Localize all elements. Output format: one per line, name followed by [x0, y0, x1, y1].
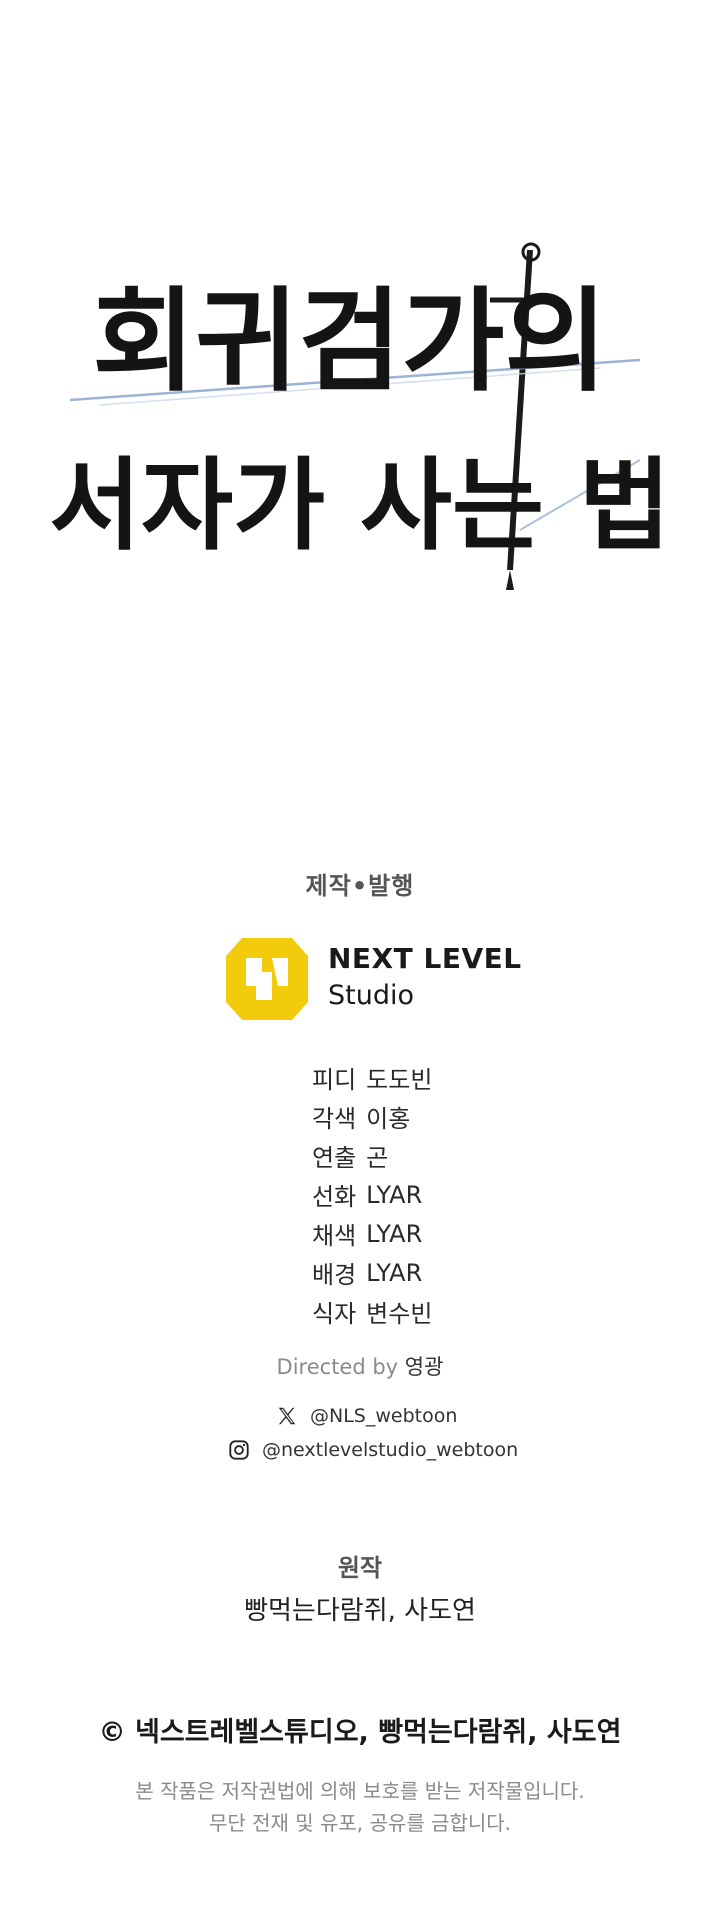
staff-name: LYAR	[366, 1180, 423, 1209]
title-logo: 회귀검가의 서자가 사는 법	[49, 242, 671, 590]
staff-row-direction: 연출 곤	[312, 1136, 532, 1175]
original-work-label: 원작	[337, 1554, 383, 1582]
slash-accent	[69, 358, 641, 531]
copyright-notice-line-1: 본 작품은 저작권법에 의해 보호를 받는 저작물입니다.	[135, 1779, 585, 1803]
staff-row-pd: 피디 도도빈	[312, 1058, 532, 1097]
staff-name: 곤	[366, 1144, 389, 1172]
staff-name: LYAR	[366, 1219, 423, 1248]
staff-list: 피디 도도빈 각색 이홍 연출 곤 선화 LYAR 채색 LYAR 배경 LYA…	[312, 1058, 532, 1331]
social-instagram-link[interactable]: @nextlevelstudio_webtoon	[228, 1439, 518, 1461]
next-level-studio-logo-icon	[226, 938, 308, 1020]
staff-row-adaptation: 각색 이홍	[312, 1097, 532, 1136]
studio-name-line-1: NEXT LEVEL	[328, 942, 522, 975]
staff-role: 각색	[312, 1105, 357, 1133]
staff-name: 이홍	[366, 1105, 411, 1133]
copyright-notice-line-2: 무단 전재 및 유포, 공유를 금합니다.	[208, 1811, 512, 1835]
staff-role: 채색	[312, 1222, 357, 1250]
director-line: Directed by 영광	[0, 1351, 720, 1381]
social-x-link[interactable]: @NLS_webtoon	[276, 1405, 457, 1427]
staff-role: 선화	[312, 1183, 357, 1211]
instagram-icon	[229, 1440, 249, 1460]
original-authors: 빵먹는다람쥐, 사도연	[244, 1596, 476, 1626]
x-logo-icon	[278, 1407, 296, 1425]
staff-name: LYAR	[366, 1258, 423, 1287]
directed-by-label: Directed by	[276, 1355, 399, 1379]
sword-decoration	[490, 242, 560, 590]
copyright-line: © 넥스트레벨스튜디오, 빵먹는다람쥐, 사도연	[98, 1717, 622, 1748]
production-label: 제작•발행	[305, 872, 415, 900]
staff-name: 변수빈	[366, 1300, 433, 1328]
staff-row-lettering: 식자 변수빈	[312, 1292, 532, 1331]
staff-row-background: 배경 LYAR	[312, 1253, 532, 1292]
staff-row-lineart: 선화 LYAR	[312, 1175, 532, 1214]
staff-role: 배경	[312, 1261, 357, 1289]
staff-row-coloring: 채색 LYAR	[312, 1214, 532, 1253]
staff-role: 피디	[312, 1066, 357, 1094]
staff-role: 연출	[312, 1144, 357, 1172]
staff-role: 식자	[312, 1300, 357, 1328]
x-handle: @NLS_webtoon	[310, 1405, 458, 1427]
studio-name-line-2: Studio	[328, 980, 414, 1011]
title-line-2: 서자가 사는 법	[49, 446, 671, 564]
instagram-handle: @nextlevelstudio_webtoon	[262, 1439, 519, 1461]
staff-name: 도도빈	[366, 1066, 433, 1094]
director-name: 영광	[404, 1355, 444, 1379]
title-line-1: 회귀검가의	[92, 276, 607, 407]
